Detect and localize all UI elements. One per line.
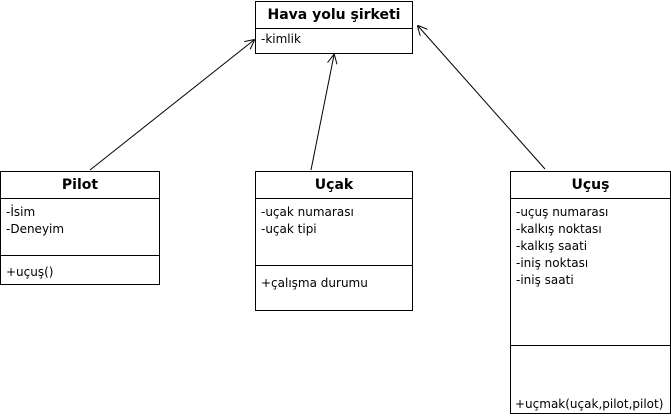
attribute: -kalkış noktası (516, 222, 602, 236)
class-airline[interactable]: Hava yolu şirketi -kimlik (255, 1, 413, 54)
class-pilot[interactable]: Pilot -İsim -Deneyim +uçuş() (0, 171, 160, 285)
arrow-aircraft-to-airline (310, 55, 334, 171)
method: +çalışma durumu (261, 276, 368, 290)
class-flight-name: Uçuş (511, 172, 670, 199)
class-flight-methods: +uçmak(uçak,pilot,pilot) (511, 394, 670, 415)
class-aircraft-methods: +çalışma durumu (256, 273, 412, 294)
method: +uçmak(uçak,pilot,pilot) (515, 397, 664, 411)
attribute: -iniş saati (516, 273, 574, 287)
attribute: -kimlik (261, 32, 301, 46)
class-pilot-methods: +uçuş() (1, 262, 159, 283)
attribute: -kalkış saati (516, 239, 588, 253)
attribute: -İsim (6, 205, 36, 219)
class-aircraft[interactable]: Uçak -uçak numarası -uçak tipi +çalışma … (255, 171, 413, 311)
class-aircraft-name: Uçak (256, 172, 412, 199)
attribute: -uçuş numarası (516, 205, 609, 219)
class-flight-attributes: -uçuş numarası -kalkış noktası -kalkış s… (511, 202, 670, 291)
attribute: -Deneyim (6, 222, 65, 236)
class-pilot-attributes: -İsim -Deneyim (1, 202, 159, 240)
class-aircraft-attributes: -uçak numarası -uçak tipi (256, 202, 412, 240)
arrow-flight-to-airline (418, 26, 546, 170)
method: +uçuş() (6, 265, 54, 279)
class-airline-name: Hava yolu şirketi (256, 2, 412, 29)
attribute: -uçak numarası (261, 205, 354, 219)
arrow-pilot-to-airline (89, 40, 254, 171)
class-divider (511, 345, 670, 346)
class-pilot-name: Pilot (1, 172, 159, 199)
class-divider (256, 265, 412, 266)
class-divider (1, 255, 159, 256)
attribute: -iniş noktası (516, 256, 589, 270)
class-airline-attributes: -kimlik (256, 29, 412, 50)
class-flight[interactable]: Uçuş -uçuş numarası -kalkış noktası -kal… (510, 171, 671, 414)
attribute: -uçak tipi (261, 222, 317, 236)
